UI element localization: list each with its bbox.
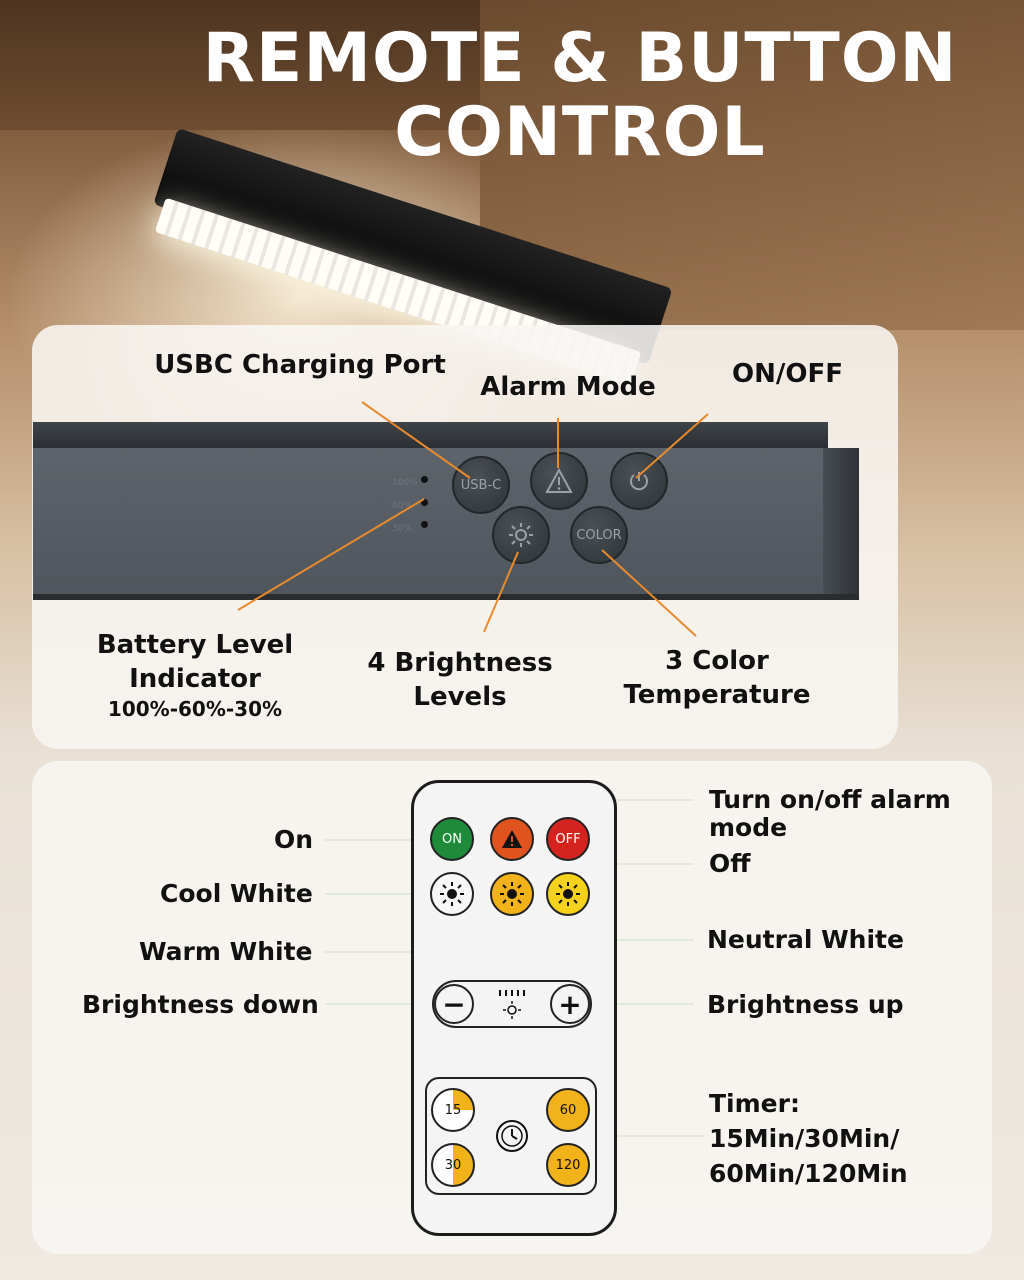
warning-triangle-icon [545,468,573,493]
onoff-callout: ON/OFF [732,359,843,389]
brightness-down-label: − [442,987,466,1021]
brightness-down-button[interactable]: − [434,984,474,1024]
timer-callout: Timer: 15Min/30Min/ 60Min/120Min [709,1086,908,1191]
cool-white-callout: Cool White [160,879,313,908]
neutral-white-callout: Neutral White [707,925,904,954]
battery-mark-100: 100% [392,478,418,488]
remote-neutral-white-button[interactable] [546,872,590,916]
brightness-button[interactable] [492,506,550,564]
warm-white-callout: Warm White [139,937,313,966]
battery-callout-text: Battery Level Indicator [96,630,294,694]
timer-group [425,1077,597,1195]
battery-callout-sub: 100%-60%-30% [107,697,283,721]
sun-icon [509,523,533,547]
brightness-scale-icon [499,990,525,1019]
light-bar-closeup [33,422,859,600]
off-callout: Off [709,849,751,878]
color-button[interactable]: COLOR [570,506,628,564]
sun-icon [440,882,464,906]
warning-triangle-icon [502,830,522,848]
alarm-callout: Alarm Mode [480,372,656,402]
callout-line-brightness [483,551,519,633]
timer-30-label: 30 [444,1157,462,1173]
title-line-2: CONTROL [394,93,766,172]
battery-mark-60: 60% [392,501,413,511]
battery-marks: 100% 60% 30% [392,472,418,541]
brightness-up-label: + [558,987,582,1021]
battery-led-30 [421,521,428,528]
callout-line-battery [237,498,425,611]
usb-c-port[interactable]: USB-C [452,456,510,514]
timer-120-label: 120 [555,1157,581,1173]
battery-callout: Battery Level Indicator 100%-60%-30% [70,628,320,722]
usbc-callout: USBC Charging Port [150,348,450,382]
sun-icon [500,882,524,906]
timer-60-button[interactable]: 60 [546,1088,590,1132]
brightness-callout: 4 Brightness Levels [367,648,553,712]
remote-alarm-button[interactable] [490,817,534,861]
battery-mark-30: 30% [392,524,413,534]
remote-off-button[interactable]: OFF [546,817,590,861]
bar-face [33,448,823,594]
alarm-remote-callout: Turn on/off alarm mode [709,785,951,842]
remote-cool-white-button[interactable] [430,872,474,916]
callout-line-usbc [361,401,471,479]
bar-end [823,448,859,594]
timer-120-button[interactable]: 120 [546,1143,590,1187]
timer-callout-line-1: 15Min/30Min/ [709,1124,900,1153]
brightness-up-button[interactable]: + [550,984,590,1024]
timer-15-label: 15 [444,1102,462,1118]
timer-callout-line-2: 60Min/120Min [709,1159,908,1188]
usb-c-port-label: USB-C [460,477,502,493]
usbc-callout-text: USBC Charging Port [154,350,446,380]
page-title: REMOTE & BUTTON CONTROL [180,22,980,170]
brightness-up-callout: Brightness up [707,990,904,1019]
title-line-1: REMOTE & BUTTON [202,19,958,98]
timer-15-button[interactable]: 15 [431,1088,475,1132]
power-button[interactable] [610,452,668,510]
sun-icon [556,882,580,906]
clock-icon [496,1120,528,1152]
timer-60-label: 60 [559,1102,577,1118]
remote-off-label: OFF [555,831,581,847]
color-button-label: COLOR [576,527,622,543]
timer-callout-title: Timer: [709,1089,800,1118]
color-temp-callout: 3 Color Temperature [623,646,811,710]
timer-30-button[interactable]: 30 [431,1143,475,1187]
remote-on-button[interactable]: ON [430,817,474,861]
on-callout: On [274,825,314,854]
battery-led-100 [421,476,428,483]
remote-warm-white-button[interactable] [490,872,534,916]
callout-line-onoff [635,413,709,479]
brightness-down-callout: Brightness down [82,990,319,1019]
remote-on-label: ON [442,831,462,847]
callout-line-color [601,549,697,637]
bar-bottom [33,594,859,600]
battery-led-60 [421,499,428,506]
